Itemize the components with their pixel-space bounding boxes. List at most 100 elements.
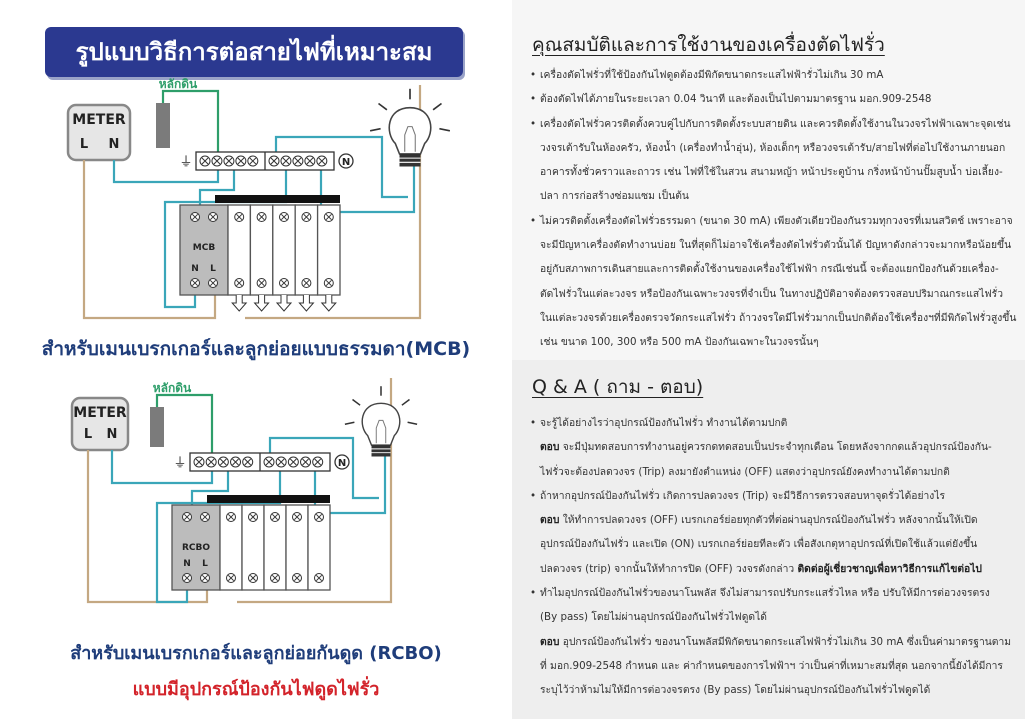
question-line: ถ้าหากอุปกรณ์ป้องกันไฟรั่ว เกิดการปลดวงจ… [530,484,1011,509]
busbar [207,495,330,503]
light-bulb-icon [344,386,418,457]
terminal-cross [302,458,309,466]
terminal-cross [303,279,310,287]
question-line: (By pass) โดยไม่ผ่านอุปกรณ์ป้องกันไฟรั่ว… [540,611,767,624]
ground-wire [155,393,214,453]
terminal-cross [213,157,221,165]
terminal-cross [225,157,233,165]
terminal-cross [315,574,323,582]
meter-label: METER [73,405,127,421]
property-bullet-line: เช่น ขนาด 100, 300 หรือ 500 mA ป้องกันเฉ… [540,336,819,349]
neutral-symbol-icon [334,454,350,470]
terminal-cross [209,279,217,287]
output-arrow-icon [275,295,293,312]
terminal-cross [293,574,301,582]
answer-line: ที่ มอก.909-2548 กำหนด และ ค่ากำหนดของกา… [530,654,1011,678]
property-bullet-line: ไม่ควรติดตั้งเครื่องตัดไฟรั่วธรรมดา (ขนา… [530,209,1016,234]
terminal-cross [236,279,243,287]
neutral-wire-lamp [313,448,387,515]
bulb-glass [361,402,401,446]
terminal-cross [236,213,243,221]
ground-symbol-icon: ⏚ [173,456,186,471]
properties-heading: คุณสมบัติและการใช้งานของเครื่องตัดไฟรั่ว [532,34,885,56]
answer-text: อุปกรณ์ป้องกันไฟรั่ว ของนาโนพลัสมีพิกัดข… [562,635,1012,648]
output-arrow-icon [253,295,270,312]
terminal-cross [314,458,322,466]
answer-label: ตอบ [540,441,560,454]
light-ray [407,421,418,425]
line-wire-main [82,160,217,320]
qa-heading: Q & A ( ถาม - ตอบ) [532,376,704,398]
bulb-base [399,153,421,167]
terminal-cross [265,458,273,466]
ground-wire [161,89,220,152]
meter-box [66,103,132,162]
bulb-filament [375,419,387,444]
terminal-cross [289,458,297,466]
question-line: จะรู้ได้อย่างไรว่าอุปกรณ์ป้องกันไฟรั่ว ท… [530,411,1011,436]
property-bullet-line: อาคารทั้งชั่วคราวและถาวร เช่น ไฟที่ใช้ใน… [540,166,1003,179]
terminal-cross [271,513,279,521]
terminal-cross [201,513,209,521]
main-breaker-l: L [202,559,208,569]
terminal-cross [294,157,302,165]
terminal-cross [325,213,332,221]
property-bullet-line: อยู่กับสภาพการเดินสายและการติดตั้งใช้งาน… [540,263,999,276]
terminal-cross [277,458,285,466]
properties-list: เครื่องตัดไฟรั่วที่ใช้ป้องกันไฟดูดต้องมี… [530,63,1016,355]
bulb-thread [399,157,421,163]
earth-wire-lamp [268,436,379,500]
question-line: ทำไมอุปกรณ์ป้องกันไฟรั่วของนาโนพลัส จึงไ… [530,581,1011,606]
answer-emphasis: ติดต่อผู้เชี่ยวชาญเพื่อหาวิธีการแก้ไขต่อ… [797,562,982,575]
light-ray [352,398,361,406]
terminal-cross [258,213,265,221]
neutral-symbol-label: N [338,458,346,469]
caption-mcb: สำหรับเมนเบรกเกอร์และลูกย่อยแบบธรรมดา(MC… [41,338,471,360]
terminal-cross [183,574,191,582]
light-bulb-icon [369,88,451,167]
ground-rod [156,103,170,148]
output-arrow-icon [320,295,337,312]
terminal-cross [293,513,301,521]
answer-text: อุปกรณ์ป้องกันไฟรั่ว และเปิด (ON) เบรกเก… [540,538,978,551]
qa-list: จะรู้ได้อย่างไรว่าอุปกรณ์ป้องกันไฟรั่ว ท… [530,411,1011,703]
main-breaker-label: RCBO [182,543,210,553]
light-ray [344,421,355,425]
terminal-cross [249,574,257,582]
neutral-wire-meter [110,450,214,485]
terminal-cross [237,157,245,165]
terminal-cross [271,574,279,582]
property-bullet-line: ต้องตัดไฟได้ภายในระยะเวลา 0.04 วินาที แล… [530,87,1016,112]
terminal-cross [258,279,265,287]
main-breaker-n: N [183,559,191,569]
answer-text: ที่ มอก.909-2548 กำหนด และ ค่ากำหนดของกา… [540,659,1003,672]
line-wire-main [86,450,209,604]
light-ray [401,398,410,406]
light-ray [377,102,388,111]
earth-wire-breaker [190,471,230,505]
terminal-cross [306,157,314,165]
light-ray [369,127,381,132]
answer-label: ตอบ [540,635,560,648]
property-bullet-line: เครื่องตัดไฟรั่วควรติดตั้งควบคู่ไปกับการ… [530,112,1016,137]
light-ray [439,127,451,132]
property-bullet-line: ตัดไฟรั่วในแต่ละวงจร หรือป้องกันเฉพาะวงจ… [540,287,1003,300]
terminal-cross [249,513,257,521]
meter-l-label: L [84,427,92,442]
terminal-cross [227,574,235,582]
terminal-cross [282,157,290,165]
terminal-cross [280,279,288,287]
answer-line: อุปกรณ์ป้องกันไฟรั่ว และเปิด (ON) เบรกเก… [530,532,1011,556]
main-breaker [179,204,229,296]
main-breaker-n: N [191,264,199,274]
answer-line: ตอบ อุปกรณ์ป้องกันไฟรั่ว ของนาโนพลัสมีพิ… [530,630,1011,654]
terminal-cross [209,213,217,221]
main-breaker-l: L [210,264,216,274]
ground-rod [150,407,164,447]
properties-section: คุณสมบัติและการใช้งานของเครื่องตัดไฟรั่ว… [512,0,1025,360]
answer-line: ตอบ จะมีปุ่มทดสอบการทำงานอยู่ควรกดทดสอบเ… [530,435,1011,459]
bulb-base [371,445,391,457]
ground-rod-label: หลักดิน [153,381,192,395]
terminal-cross [219,458,227,466]
